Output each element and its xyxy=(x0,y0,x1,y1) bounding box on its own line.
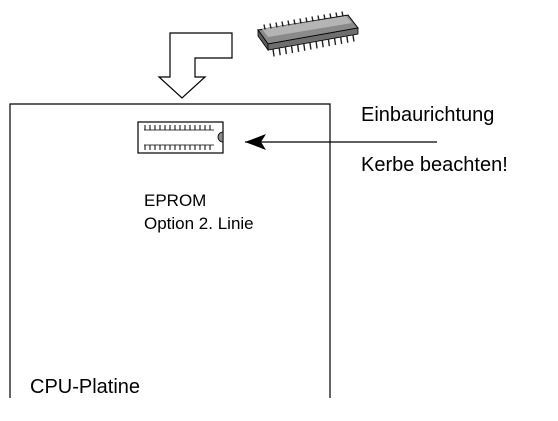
notch-label: Kerbe beachten! xyxy=(361,154,508,176)
chip-socket-icon xyxy=(137,121,224,154)
chip-pin xyxy=(275,22,278,28)
chip-pin xyxy=(311,16,314,22)
option-label: Option 2. Linie xyxy=(144,214,254,233)
bent-arrow-down-icon xyxy=(157,32,233,99)
chip-pin xyxy=(287,20,290,26)
chip-pin xyxy=(293,19,296,25)
chip-pin xyxy=(309,42,312,50)
chip-pin xyxy=(341,11,344,17)
chip-pin xyxy=(317,15,320,21)
chip-pin xyxy=(278,48,281,56)
board-label: CPU-Platine xyxy=(30,376,141,398)
chip-pin xyxy=(299,18,302,24)
chip-pin xyxy=(284,47,288,55)
chip-pin xyxy=(321,40,324,48)
chip-pin xyxy=(272,49,275,57)
chip-pin xyxy=(263,24,266,30)
chip-pin xyxy=(296,44,300,52)
chip-pin xyxy=(290,45,294,54)
cpu-board-outline xyxy=(9,103,331,398)
chip-pin xyxy=(281,21,284,27)
chip-pin xyxy=(327,39,331,47)
chip-pin xyxy=(305,17,308,23)
arrow-left-icon xyxy=(245,134,437,150)
chip-pin xyxy=(269,23,272,29)
chip-pin xyxy=(333,37,337,46)
chip-pin xyxy=(323,14,326,20)
chip-pin xyxy=(339,36,343,44)
chip-pin xyxy=(335,12,338,18)
chip-pin xyxy=(303,43,306,51)
chip-pin xyxy=(352,34,355,42)
direction-label: Einbaurichtung xyxy=(361,104,495,126)
chip-pin xyxy=(329,13,332,19)
eprom-label: EPROM xyxy=(144,191,207,210)
chip-pin xyxy=(346,35,349,43)
dip-chip-icon xyxy=(257,11,359,57)
chip-pin xyxy=(315,41,318,49)
